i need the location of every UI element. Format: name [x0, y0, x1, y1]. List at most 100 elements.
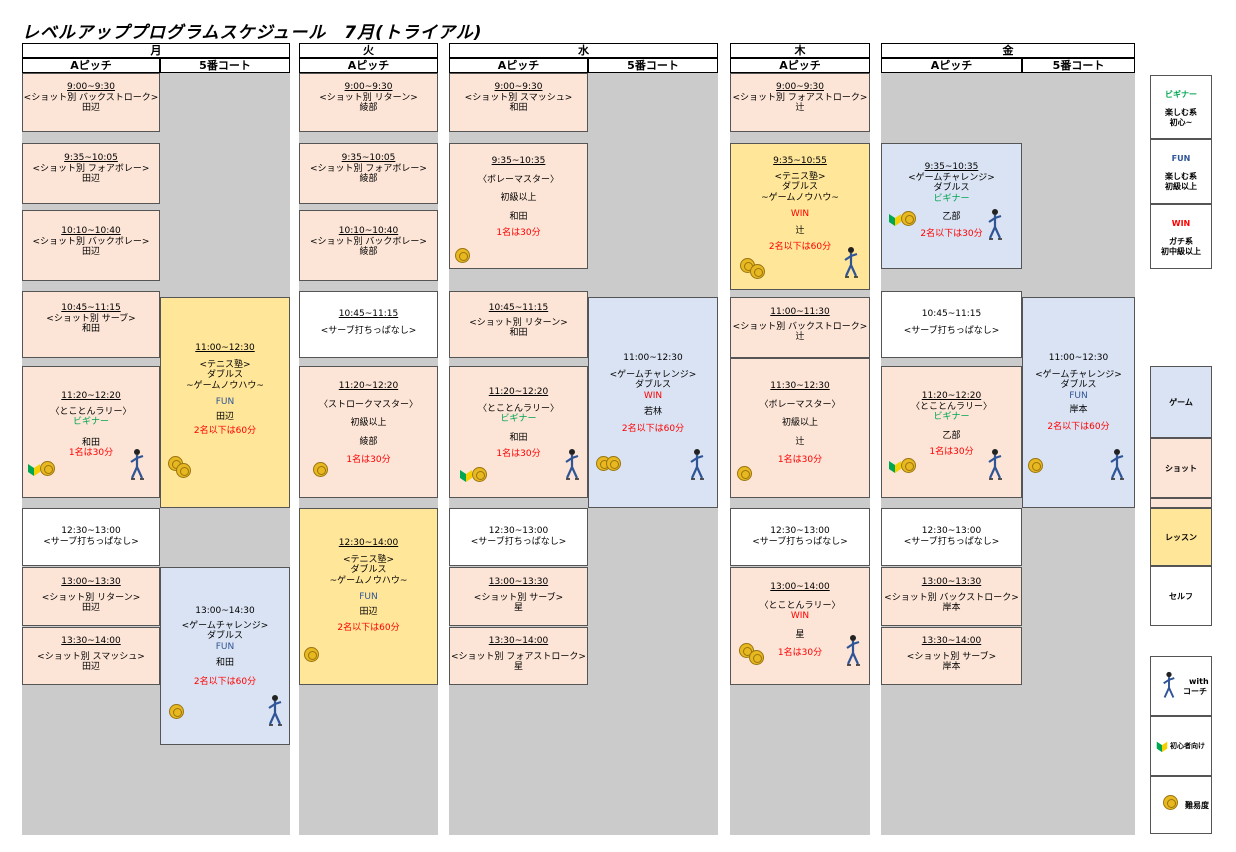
- session-name: <ゲームチャレンジ>: [181, 620, 269, 631]
- level-tag: FUN: [359, 592, 378, 602]
- session-time: 9:35~10:05: [64, 153, 118, 163]
- session-block[interactable]: 13:00~13:30 <ショット別 サーブ> 星: [449, 567, 588, 626]
- legend-shot: ショット: [1150, 438, 1212, 498]
- session-time: 13:00~13:30: [61, 577, 121, 587]
- session-block[interactable]: 12:30~13:00 <サーブ打ちっぱなし>: [730, 508, 870, 566]
- session-time: 9:35~10:35: [491, 156, 546, 166]
- session-coach: 若林: [643, 407, 662, 417]
- session-name: <サーブ打ちっぱなし>: [903, 536, 1000, 547]
- session-block[interactable]: 13:30~14:00 <ショット別 スマッシュ> 田辺: [22, 627, 160, 685]
- session-time: 13:30~14:00: [488, 636, 549, 646]
- coach-player-icon: [988, 209, 1002, 240]
- session-block[interactable]: 12:30~13:00 <サーブ打ちっぱなし>: [449, 508, 588, 566]
- beginner-mark-icon: [460, 470, 472, 482]
- session-name: <テニス塾>: [199, 359, 251, 370]
- session-note: 2名以下は60分: [768, 242, 832, 252]
- session-level: 初級以上: [500, 193, 537, 203]
- session-block[interactable]: 13:30~14:00 <ショット別 サーブ> 岸本: [881, 627, 1022, 685]
- coach-player-icon: [565, 449, 579, 480]
- session-block[interactable]: 13:00~14:00 〈とことんラリー〉 WIN 星 1名は30分: [730, 567, 870, 685]
- session-note: 2名以下は30分: [920, 228, 983, 239]
- session-block[interactable]: 11:30~12:30 〈ボレーマスター〉 初級以上 辻 1名は30分: [730, 358, 870, 498]
- difficulty-coin-icon: [901, 211, 916, 226]
- legend-fun: FUN 楽しむ系 初級以上: [1150, 139, 1212, 204]
- session-coach: 和田: [215, 658, 234, 668]
- session-block[interactable]: 9:35~10:05 <ショット別 フォアボレー> 綾部: [299, 143, 438, 204]
- court-header-thu-a: Aピッチ: [730, 58, 870, 73]
- session-block[interactable]: 9:00~9:30 <ショット別 スマッシュ> 和田: [449, 73, 588, 132]
- session-coach: 田辺: [81, 603, 100, 613]
- session-level: 初級以上: [350, 418, 387, 428]
- session-time: 11:20~12:20: [921, 391, 982, 401]
- coach-player-icon: [130, 449, 144, 480]
- session-format: ダブルス: [350, 565, 387, 575]
- session-block[interactable]: 13:00~13:30 <ショット別 リターン> 田辺: [22, 567, 160, 626]
- legend-fun-desc: 楽しむ系: [1165, 172, 1197, 181]
- session-time: 10:10~10:40: [338, 226, 399, 236]
- session-name: 〈とことんラリー〉: [50, 406, 132, 417]
- session-name: <ショット別 バックストローク>: [23, 92, 159, 103]
- session-name: <サーブ打ちっぱなし>: [43, 536, 139, 547]
- session-block[interactable]: 10:45~11:15 <ショット別 リターン> 和田: [449, 291, 588, 358]
- session-coach: 和田: [509, 103, 528, 113]
- session-block[interactable]: 11:20~12:20 〈とことんラリー〉 ビギナー 和田 1名は30分: [449, 366, 588, 498]
- session-block[interactable]: 10:10~10:40 <ショット別 バックボレー> 綾部: [299, 210, 438, 281]
- level-tag: FUN: [1069, 390, 1088, 401]
- session-block[interactable]: 11:00~12:30 <ゲームチャレンジ> ダブルス WIN 若林 2名以下は…: [588, 297, 718, 508]
- session-coach: 和田: [81, 437, 100, 448]
- beginner-mark-icon: [28, 464, 40, 476]
- legend-fun-desc2: 初級以上: [1165, 182, 1197, 191]
- session-block[interactable]: 12:30~13:00 <サーブ打ちっぱなし>: [22, 508, 160, 566]
- session-time: 9:00~9:30: [494, 82, 543, 92]
- session-block[interactable]: 11:00~11:30 <ショット別 バックストローク> 辻: [730, 297, 870, 358]
- session-coach: 田辺: [81, 662, 100, 672]
- session-name: <テニス塾>: [774, 171, 826, 182]
- session-block[interactable]: 9:00~9:30 <ショット別 バックストローク> 田辺: [22, 73, 160, 132]
- session-format: ダブルス: [206, 370, 243, 380]
- session-format: ダブルス: [781, 182, 818, 192]
- coach-player-icon: [1163, 671, 1175, 698]
- session-name: <ゲームチャレンジ>: [908, 172, 995, 183]
- session-name: <ショット別 サーブ>: [906, 651, 997, 662]
- day-header-tue: 火: [299, 43, 438, 58]
- session-block[interactable]: 13:30~14:00 <ショット別 フォアストローク> 星: [449, 627, 588, 685]
- session-name: 〈とことんラリー〉: [477, 403, 559, 414]
- session-name: 〈ストロークマスター〉: [318, 399, 418, 410]
- session-block[interactable]: 9:35~10:05 <ショット別 フォアボレー> 田辺: [22, 143, 160, 204]
- session-block[interactable]: 10:10~10:40 <ショット別 バックボレー> 田辺: [22, 210, 160, 281]
- session-block[interactable]: 11:00~12:30 <ゲームチャレンジ> ダブルス FUN 岸本 2名以下は…: [1022, 297, 1135, 508]
- session-coach: 和田: [509, 211, 528, 222]
- session-block[interactable]: 9:35~10:35 <ゲームチャレンジ> ダブルス ビギナー 乙部 2名以下は…: [881, 143, 1022, 269]
- session-block[interactable]: 9:00~9:30 <ショット別 フォアストローク> 辻: [730, 73, 870, 132]
- session-block[interactable]: 10:45~11:15 <サーブ打ちっぱなし>: [299, 291, 438, 358]
- session-name: <ゲームチャレンジ>: [609, 369, 697, 380]
- session-coach: 辻: [795, 225, 805, 236]
- legend-fun-label: FUN: [1171, 154, 1191, 163]
- session-name: <ショット別 フォアストローク>: [732, 92, 868, 103]
- day-header-mon: 月: [22, 43, 290, 58]
- session-block[interactable]: 10:45~11:15 <ショット別 サーブ> 和田: [22, 291, 160, 358]
- session-block[interactable]: 12:30~14:00 <テニス塾> ダブルス ~ゲームノウハウ~ FUN 田辺…: [299, 508, 438, 685]
- session-time: 12:30~13:00: [921, 526, 982, 536]
- session-block[interactable]: 12:30~13:00 <サーブ打ちっぱなし>: [881, 508, 1022, 566]
- session-block[interactable]: 11:20~12:20 〈とことんラリー〉 ビギナー 和田 1名は30分: [22, 366, 160, 498]
- session-name: <ショット別 リターン>: [319, 92, 418, 103]
- session-note: 1名は30分: [496, 449, 541, 459]
- session-time: 13:30~14:00: [921, 636, 982, 646]
- session-coach: 辻: [795, 436, 805, 447]
- court-header-fri-5: 5番コート: [1022, 58, 1135, 73]
- session-note: 2名以下は60分: [337, 623, 400, 633]
- difficulty-coin-icon: [304, 647, 319, 662]
- session-block[interactable]: 9:35~10:35 〈ボレーマスター〉 初級以上 和田 1名は30分: [449, 143, 588, 269]
- session-block[interactable]: 9:00~9:30 <ショット別 リターン> 綾部: [299, 73, 438, 132]
- session-block[interactable]: 10:45~11:15 <サーブ打ちっぱなし>: [881, 291, 1022, 358]
- session-coach: 和田: [81, 324, 100, 334]
- session-format: ダブルス: [1060, 380, 1097, 390]
- level-tag: ビギナー: [933, 412, 970, 422]
- session-coach: 田辺: [81, 174, 100, 184]
- session-name: <ショット別 フォアストローク>: [451, 651, 586, 662]
- session-block[interactable]: 13:00~13:30 <ショット別 バックストローク> 岸本: [881, 567, 1022, 626]
- legend-beginner-desc: 楽しむ系: [1165, 108, 1197, 117]
- session-time: 12:30~13:00: [61, 526, 121, 536]
- session-block[interactable]: 11:20~12:20 〈ストロークマスター〉 初級以上 綾部 1名は30分: [299, 366, 438, 498]
